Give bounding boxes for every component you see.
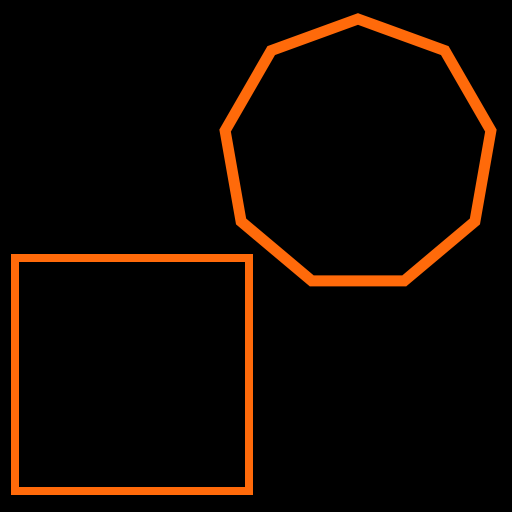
square-outline [11,254,253,495]
nonagon-outline [219,13,497,287]
